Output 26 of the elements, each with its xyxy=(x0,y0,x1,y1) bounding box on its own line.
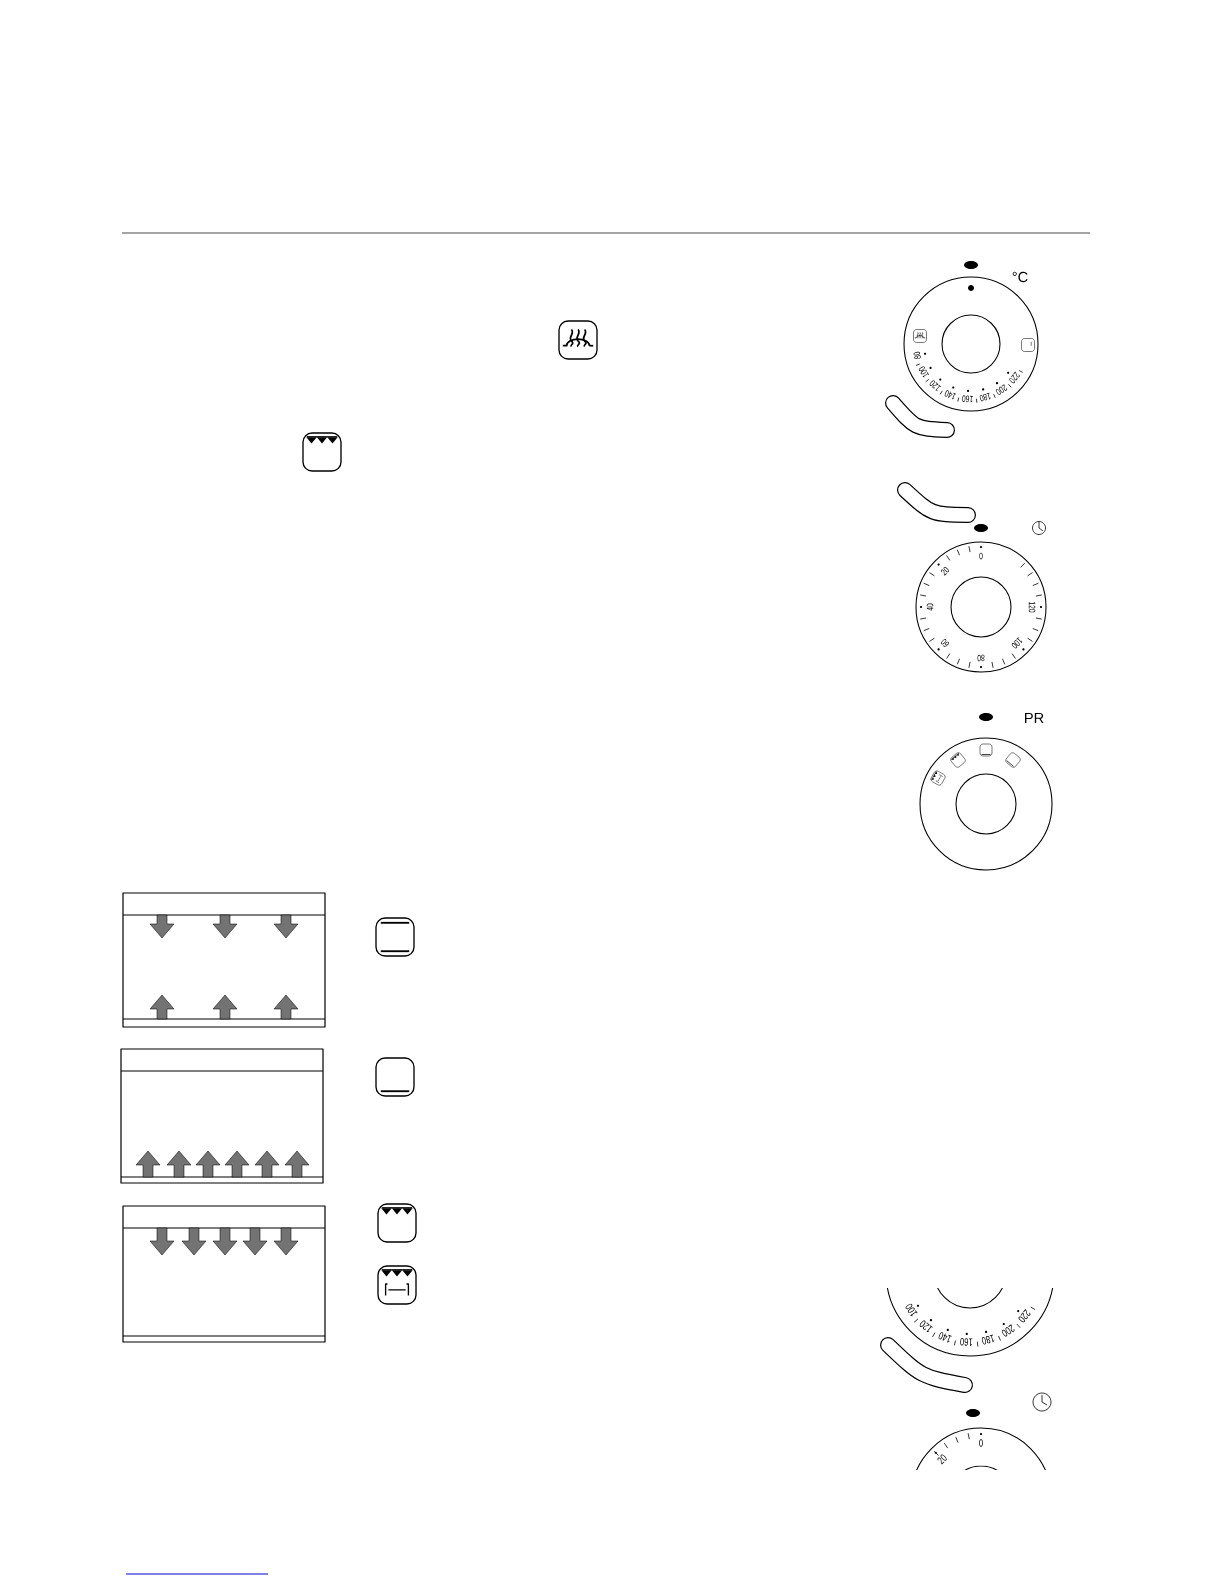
dial-number: 220 xyxy=(1009,371,1020,384)
dial-number: 60 xyxy=(940,639,949,647)
dial-number: 140 xyxy=(938,1332,952,1343)
dial-number: 180 xyxy=(981,1334,995,1345)
dial-number: 120 xyxy=(1028,601,1036,613)
dial-number: 0 xyxy=(979,552,983,560)
dial-number: 20 xyxy=(937,1454,947,1465)
dial-number: 220 xyxy=(1018,1309,1031,1323)
dial-number: 80 xyxy=(913,351,921,360)
dial-number: 80 xyxy=(977,654,985,662)
dial-number: 100 xyxy=(918,366,930,378)
dial-number: 200 xyxy=(996,384,1007,395)
dial-number: 100 xyxy=(905,1303,918,1317)
dial-number: 120 xyxy=(919,1320,933,1333)
dial-number: 0 xyxy=(979,1439,983,1447)
dial-number: 200 xyxy=(1001,1324,1015,1337)
dial-number: 140 xyxy=(944,390,957,400)
dial-number: 120 xyxy=(929,380,942,391)
dial-number: 160 xyxy=(962,395,973,403)
dial-number: 160 xyxy=(960,1337,973,1346)
dial-label: PR xyxy=(1025,713,1044,724)
dial-number: 180 xyxy=(979,392,991,402)
unit-label: °C xyxy=(1012,271,1028,283)
dial-number: 40 xyxy=(926,603,934,611)
dial-number: 100 xyxy=(1011,637,1023,649)
dial-number: 20 xyxy=(940,566,949,576)
